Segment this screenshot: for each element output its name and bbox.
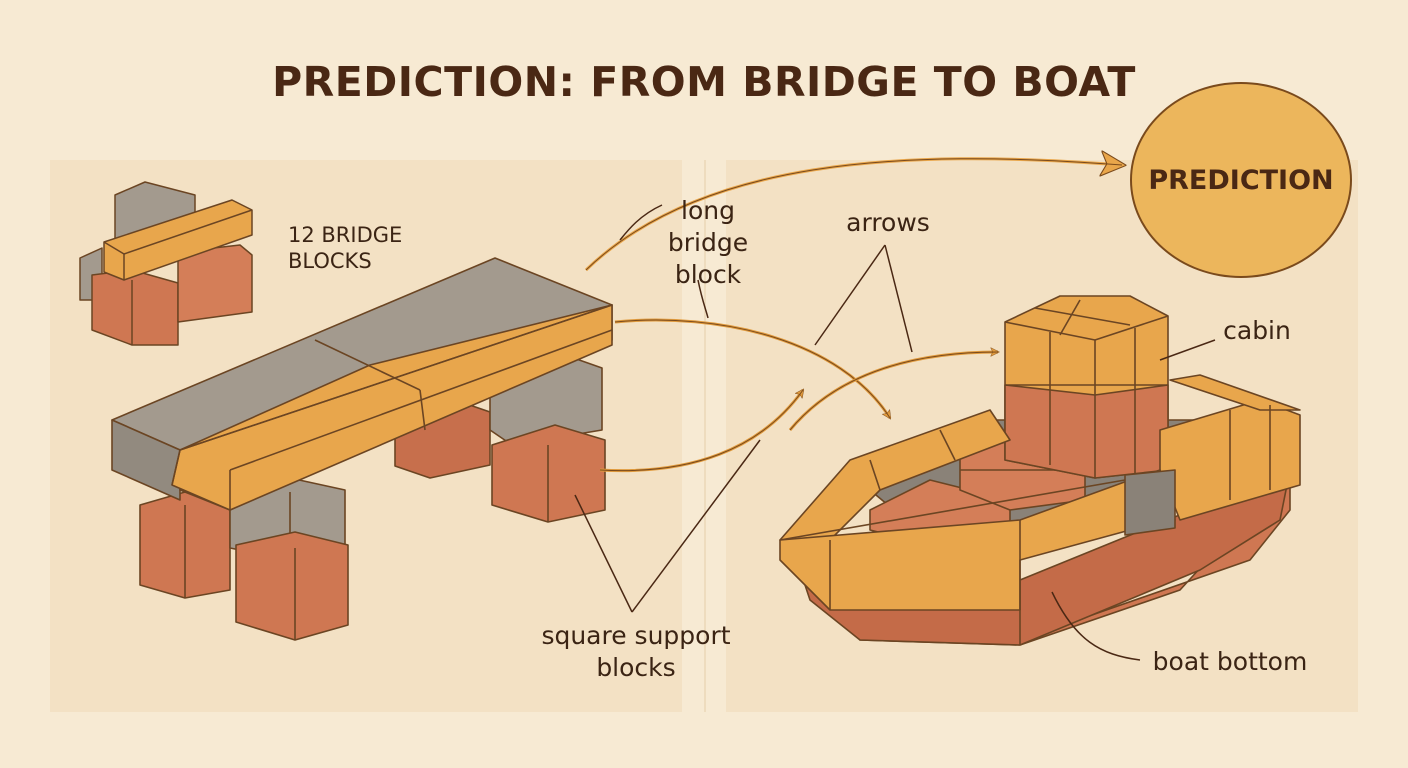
square-support-blocks-label: square support blocks bbox=[541, 621, 731, 682]
long-bridge-block-label: long bridge block bbox=[667, 196, 749, 289]
prediction-label: PREDICTION bbox=[1148, 164, 1334, 196]
leader-lines bbox=[574, 204, 1216, 661]
bridge-model bbox=[111, 257, 613, 641]
prediction-circle: PREDICTION bbox=[1130, 82, 1352, 278]
bridge-block-count-label: 12 BRIDGE BLOCKS bbox=[288, 223, 403, 273]
boat-model bbox=[779, 295, 1301, 646]
page-title: PREDICTION: FROM BRIDGE TO BOAT bbox=[272, 58, 1136, 106]
arrows-label: arrows bbox=[846, 208, 930, 237]
panel-divider bbox=[704, 160, 706, 712]
transformation-arrows bbox=[584, 159, 1122, 473]
boat-bottom-label: boat bottom bbox=[1152, 647, 1308, 676]
block-pile-icon bbox=[79, 181, 253, 346]
cabin-label: cabin bbox=[1223, 316, 1291, 345]
